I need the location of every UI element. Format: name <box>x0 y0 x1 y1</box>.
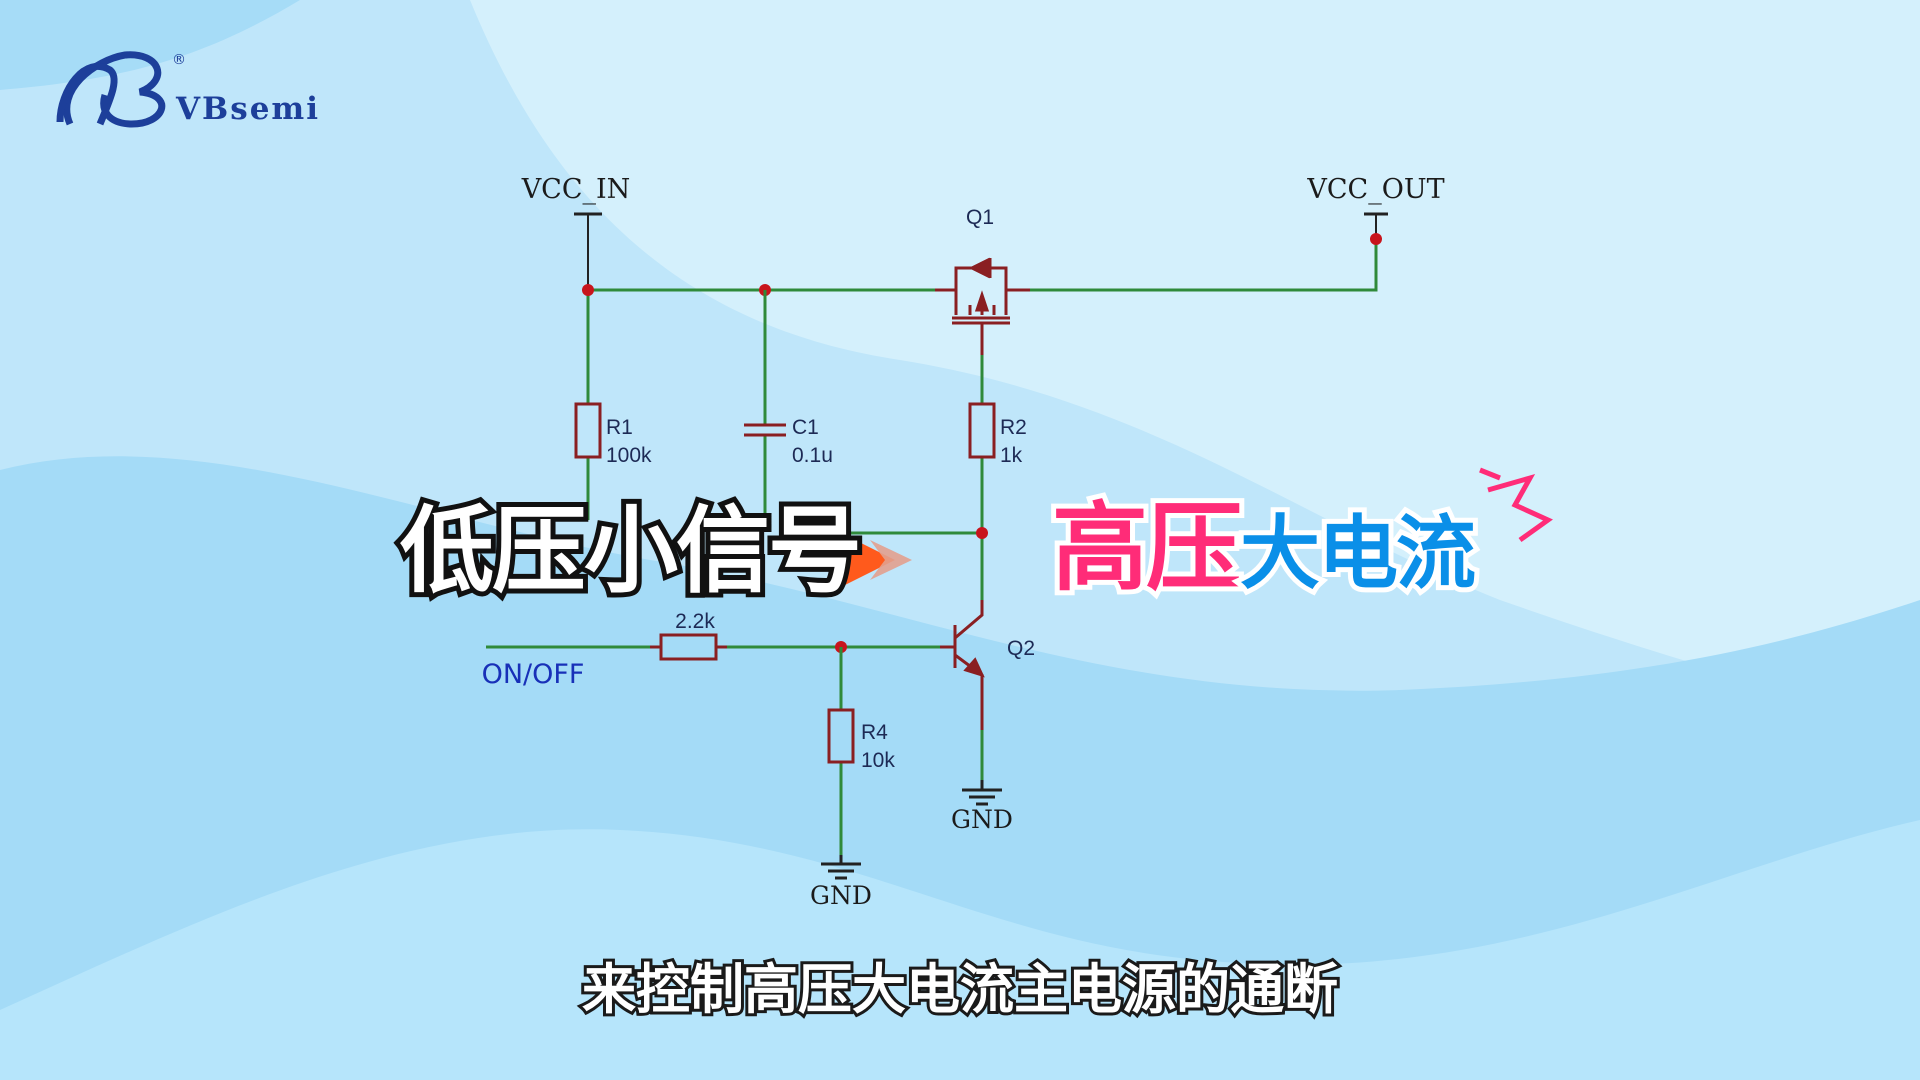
c1-name: C1 <box>792 416 819 439</box>
r4-resistor <box>827 708 855 764</box>
r3-resistor <box>659 633 718 661</box>
r2-value: 1k <box>1000 444 1023 467</box>
r3-value: 2.2k <box>675 610 715 633</box>
q2-transistor <box>953 600 985 730</box>
vbsemi-logo-icon: ® <box>56 51 186 128</box>
q2-label: Q2 <box>1007 637 1035 660</box>
c1-capacitor <box>744 423 786 437</box>
gnd-right-label: GND <box>951 805 1013 834</box>
on-off-label: ON/OFF <box>482 659 585 690</box>
c1-value: 0.1u <box>792 444 833 467</box>
r1-resistor <box>574 402 602 459</box>
high-current-caption: 高压大电流 <box>1047 492 1481 604</box>
subtitle: 来控制高压大电流主电源的通断 <box>579 957 1341 1023</box>
low-signal-caption: 低压小信号 <box>395 497 867 606</box>
ground-icon <box>821 855 861 880</box>
q1-label: Q1 <box>966 206 994 229</box>
r4-value: 10k <box>861 749 895 772</box>
q1-mosfet <box>935 257 1030 355</box>
gnd-left-label: GND <box>810 881 872 910</box>
vcc-out-label: VCC_OUT <box>1306 174 1444 205</box>
r1-name: R1 <box>606 416 633 439</box>
spark-icon <box>1479 467 1553 543</box>
svg-text:®: ® <box>172 52 186 68</box>
vcc-in-label: VCC_IN <box>521 174 631 205</box>
r2-resistor <box>968 402 996 459</box>
ground-icon <box>962 780 1002 806</box>
r2-name: R2 <box>1000 416 1027 439</box>
r4-name: R4 <box>861 721 888 744</box>
arrow-icon <box>845 535 895 585</box>
logo-text: VBsemi <box>176 91 321 127</box>
r1-value: 100k <box>606 444 652 467</box>
